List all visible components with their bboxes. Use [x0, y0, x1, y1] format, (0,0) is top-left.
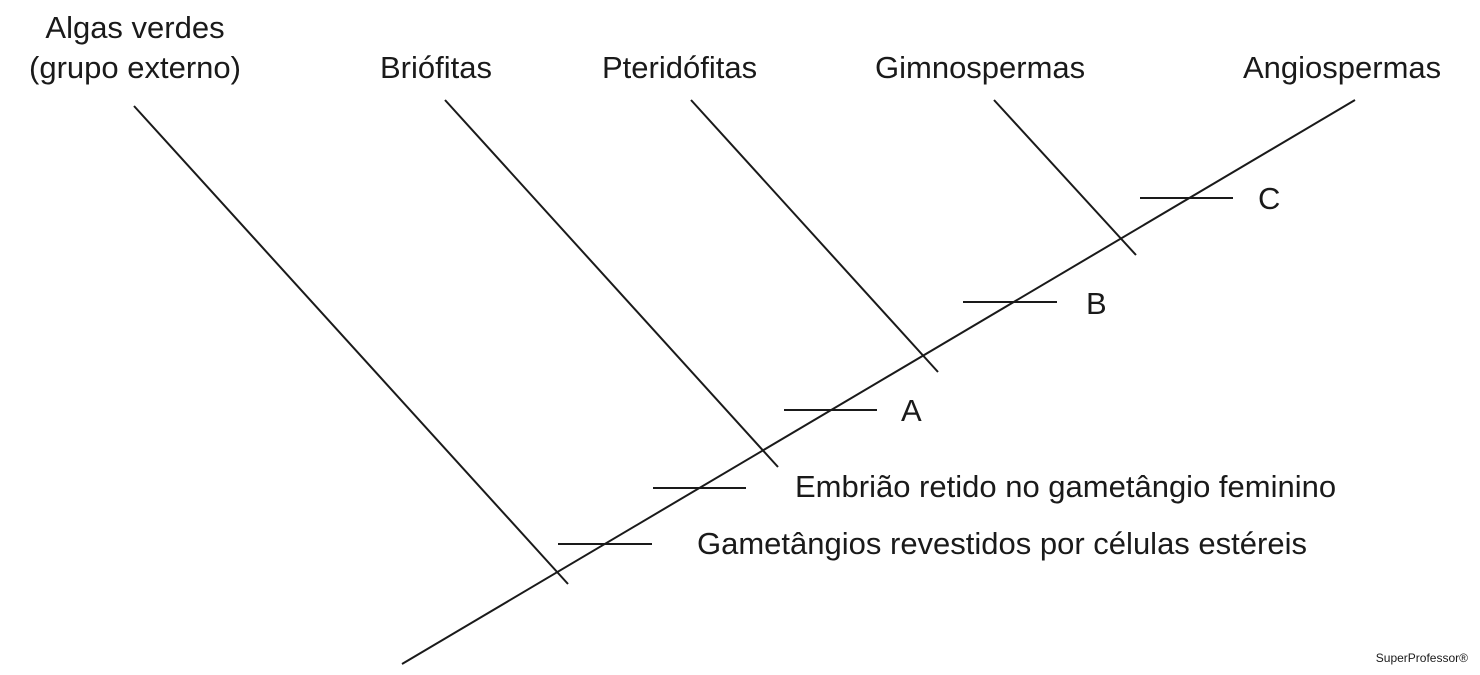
character-label-b: B: [1086, 286, 1107, 321]
taxon-angiospermas: Angiospermas: [1243, 50, 1442, 85]
taxon-briofitas: Briófitas: [380, 50, 492, 85]
branch-pteridofitas: [690, 99, 939, 373]
branch-gimnospermas: [993, 99, 1137, 256]
character-label-a: A: [901, 393, 922, 428]
character-label-gametangios: Gametângios revestidos por células estér…: [697, 526, 1307, 561]
taxon-algas-verdes-line2: (grupo externo): [29, 50, 241, 85]
taxon-gimnospermas: Gimnospermas: [875, 50, 1086, 85]
taxon-algas-verdes-line1: Algas verdes: [45, 10, 225, 45]
character-label-embriao: Embrião retido no gametângio feminino: [795, 469, 1337, 504]
taxon-algas-verdes: Algas verdes (grupo externo): [10, 8, 260, 88]
branch-algas-verdes: [133, 105, 569, 585]
credit-watermark: SuperProfessor®: [1375, 651, 1468, 665]
character-label-c: C: [1258, 181, 1281, 216]
branch-briofitas: [444, 99, 779, 468]
taxon-pteridofitas: Pteridófitas: [602, 50, 758, 85]
main-trunk-line: [401, 99, 1356, 665]
